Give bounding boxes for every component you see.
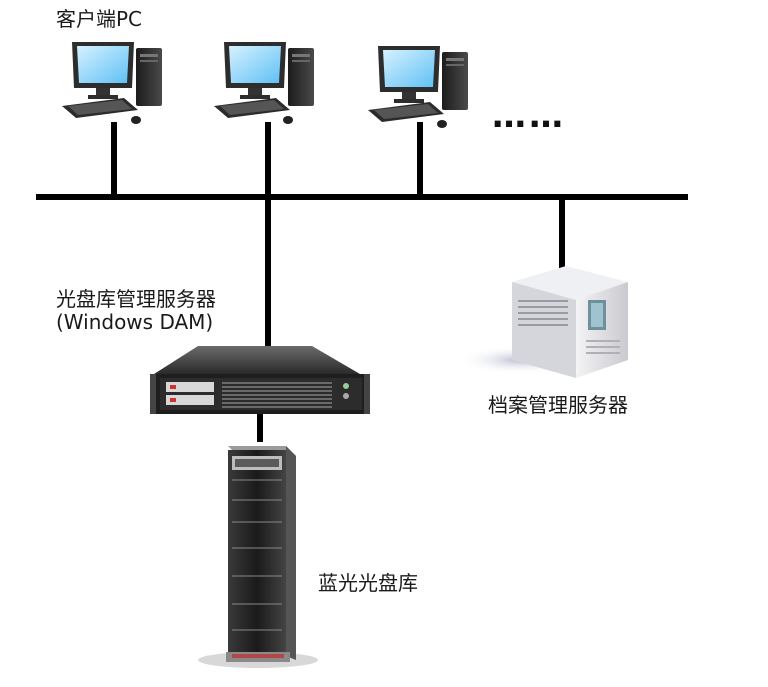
client-pc-1-icon xyxy=(62,42,162,124)
disc-library-server-label-line1: 光盘库管理服务器 xyxy=(56,287,216,311)
client-pc-2-icon xyxy=(214,42,314,124)
client-pc-3-icon xyxy=(368,46,468,128)
bluray-library-label: 蓝光光盘库 xyxy=(318,571,418,595)
disc-library-server-label: 光盘库管理服务器 (Windows DAM) xyxy=(56,288,216,334)
archive-server-icon xyxy=(458,266,628,378)
client-pc-label: 客户端PC xyxy=(56,7,143,31)
bluray-library-icon xyxy=(198,446,318,668)
disc-library-server-label-line2: (Windows DAM) xyxy=(56,310,214,334)
disc-library-server-icon xyxy=(150,346,370,414)
more-clients-ellipsis: …… xyxy=(492,96,566,136)
archive-server-label: 档案管理服务器 xyxy=(488,393,628,417)
